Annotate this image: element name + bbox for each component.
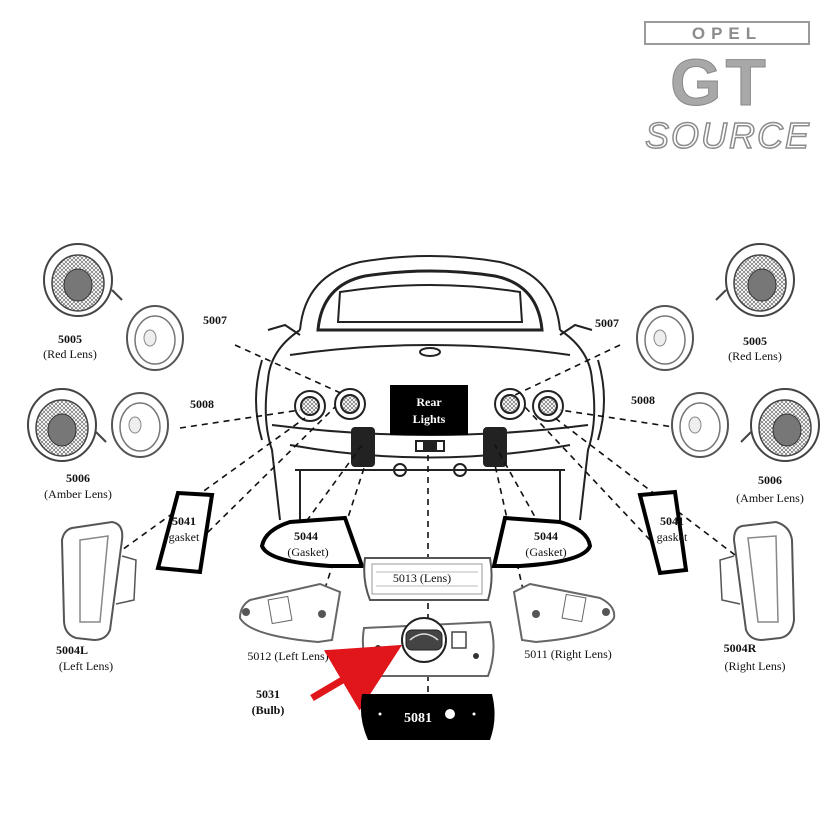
part-5081-plate	[360, 694, 495, 740]
part-5004R-lens	[719, 520, 796, 642]
label-5011: 5011 (Right Lens)	[524, 647, 612, 661]
label-5044-right-desc: (Gasket)	[525, 545, 566, 559]
part-5007-left-lens	[126, 305, 184, 371]
opel-gt-source-logo: OPEL GT SOURCE	[644, 21, 811, 157]
label-5005-right-desc: (Red Lens)	[728, 349, 782, 363]
label-5044-right-num: 5044	[534, 529, 558, 543]
part-5007-right-lens	[636, 305, 694, 371]
rear-lights-label-line1: Rear	[416, 395, 442, 409]
label-5006-left-desc: (Amber Lens)	[44, 487, 112, 501]
rear-lights-label: Rear Lights	[390, 385, 468, 435]
car-reverse-light-right	[483, 427, 507, 467]
part-5031-bulb-housing	[361, 617, 495, 677]
label-5041-left-num: 5041	[172, 514, 196, 528]
label-5013: 5013 (Lens)	[393, 571, 451, 585]
part-5006-left-housing	[27, 388, 107, 462]
logo-gt-text: GT	[670, 45, 770, 119]
part-5004L-lens	[60, 520, 137, 642]
label-5008-right: 5008	[631, 393, 655, 407]
label-5006-left-num: 5006	[66, 471, 90, 485]
logo-opel-box	[644, 21, 810, 45]
part-5044-right-gasket	[491, 515, 593, 568]
part-5011-right-lens	[512, 582, 616, 644]
part-5013-lens	[363, 557, 493, 601]
label-5044-left-num: 5044	[294, 529, 318, 543]
label-5041-right-desc: gasket	[657, 530, 688, 544]
logo-opel-text: OPEL	[692, 24, 762, 43]
label-5006-right-num: 5006	[758, 473, 782, 487]
label-5044-left-desc: (Gasket)	[287, 545, 328, 559]
label-5005-left-desc: (Red Lens)	[43, 347, 97, 361]
label-5007-right: 5007	[595, 316, 619, 330]
label-5012: 5012 (Left Lens)	[247, 649, 328, 663]
label-5031-desc: (Bulb)	[252, 703, 285, 717]
label-5006-right-desc: (Amber Lens)	[736, 491, 804, 505]
label-5007-left: 5007	[203, 313, 227, 327]
label-5004R-num: 5004R	[724, 641, 757, 655]
part-5041-right-gasket	[637, 489, 689, 576]
label-5004R-desc: (Right Lens)	[725, 659, 786, 673]
label-5004L-desc: (Left Lens)	[59, 659, 113, 673]
label-5008-left: 5008	[190, 397, 214, 411]
label-5041-left-desc: gasket	[169, 530, 200, 544]
label-5081: 5081	[404, 711, 432, 726]
part-5012-left-lens	[238, 582, 342, 644]
logo-source-text: SOURCE	[645, 115, 811, 156]
car-reverse-light-left	[351, 427, 375, 467]
part-5006-right-housing	[740, 388, 820, 462]
part-5008-right-lens	[671, 392, 729, 458]
part-5005-right-housing	[715, 243, 795, 317]
part-5008-left-lens	[111, 392, 169, 458]
part-5041-left-gasket	[155, 490, 215, 575]
part-5005-left-housing	[43, 243, 123, 317]
part-5044-left-gasket	[259, 515, 365, 568]
label-5031-num: 5031	[256, 687, 280, 701]
rear-lights-label-line2: Lights	[413, 412, 446, 426]
label-5005-left-num: 5005	[58, 332, 82, 346]
red-arrow-bulb	[310, 644, 403, 711]
label-5041-right-num: 5041	[660, 514, 684, 528]
label-5004L-num: 5004L	[56, 643, 88, 657]
label-5005-right-num: 5005	[743, 334, 767, 348]
